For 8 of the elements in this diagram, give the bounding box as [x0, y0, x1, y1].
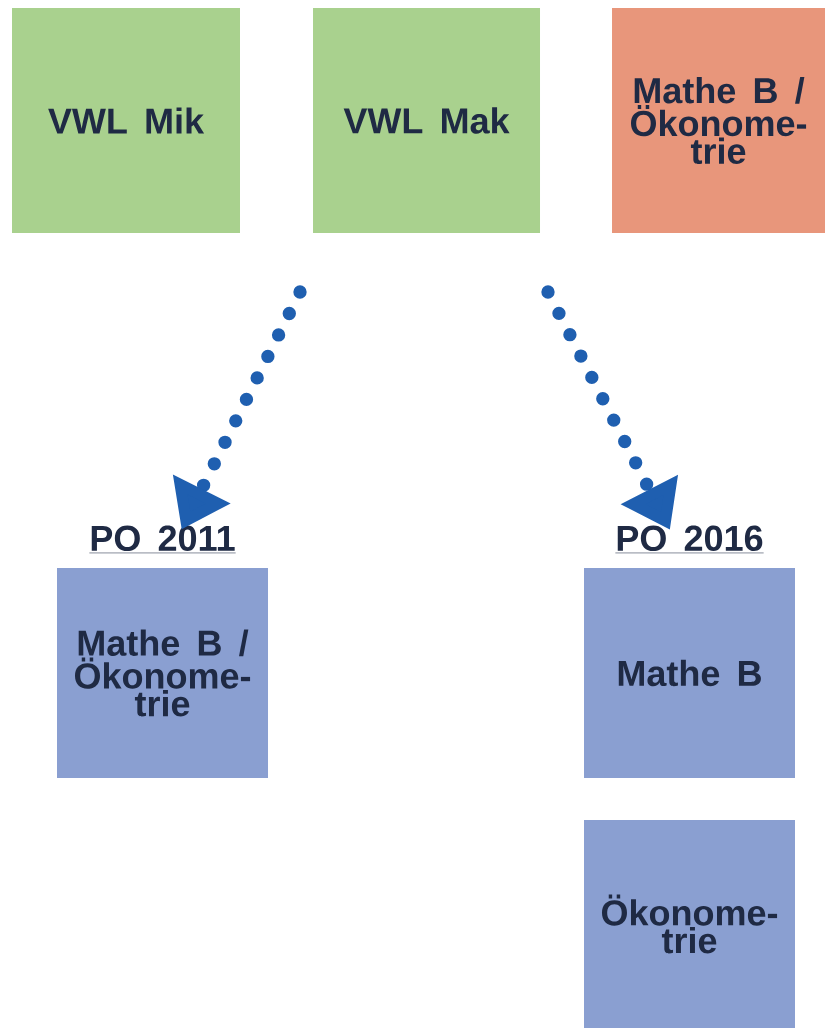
course-box: Mathe B / Ökonome-trie	[612, 8, 825, 233]
course-box: Mathe B / Ökonome-trie	[57, 568, 268, 778]
heading: PO 2016	[615, 525, 764, 554]
course-box: Ökonome-trie	[584, 820, 795, 1028]
course-box: VWL Mik	[12, 8, 240, 233]
course-box: VWL Mak	[313, 8, 540, 233]
course-box: Mathe B	[584, 568, 795, 778]
heading: PO 2011	[89, 525, 236, 554]
